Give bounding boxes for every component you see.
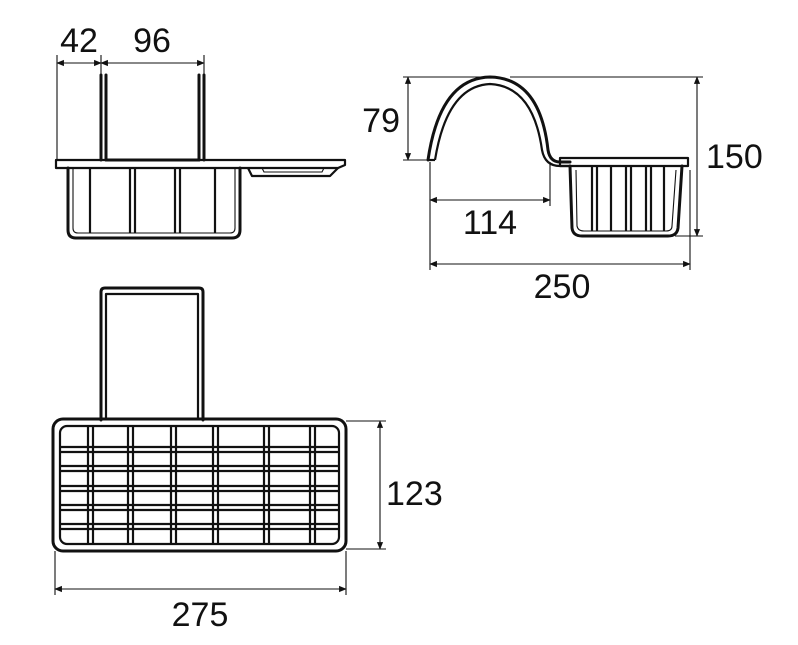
dim-label-96: 96 xyxy=(133,22,171,60)
front-soap-dish xyxy=(247,167,339,178)
dim-label-123: 123 xyxy=(386,475,443,513)
top-handle-outer xyxy=(99,286,205,422)
dim-label-42: 42 xyxy=(60,22,98,60)
side-basket xyxy=(568,164,684,238)
top-basket-outer xyxy=(51,417,348,553)
dim-label-150: 150 xyxy=(706,138,763,176)
side-hook-outer xyxy=(426,75,572,164)
front-top-rim xyxy=(54,158,347,170)
front-basket-wires xyxy=(88,168,217,233)
front-view: 42 96 xyxy=(54,22,347,240)
side-basket-wires xyxy=(590,166,666,231)
dim-label-250: 250 xyxy=(534,268,591,306)
front-handle xyxy=(99,73,206,162)
front-basket-inner xyxy=(72,168,236,234)
top-view: 123 275 xyxy=(51,286,443,634)
dim-label-275: 275 xyxy=(172,596,229,634)
top-basket-grid-horizontal xyxy=(60,445,339,531)
side-view: 79 150 114 250 xyxy=(362,75,763,306)
front-basket xyxy=(66,166,242,240)
front-soap-dish-inner xyxy=(261,167,325,173)
dim-label-114: 114 xyxy=(463,204,517,242)
side-basket-rim xyxy=(558,156,690,168)
top-handle-inner xyxy=(104,292,200,420)
dim-label-79: 79 xyxy=(362,102,400,140)
side-hook-inner xyxy=(433,82,570,168)
